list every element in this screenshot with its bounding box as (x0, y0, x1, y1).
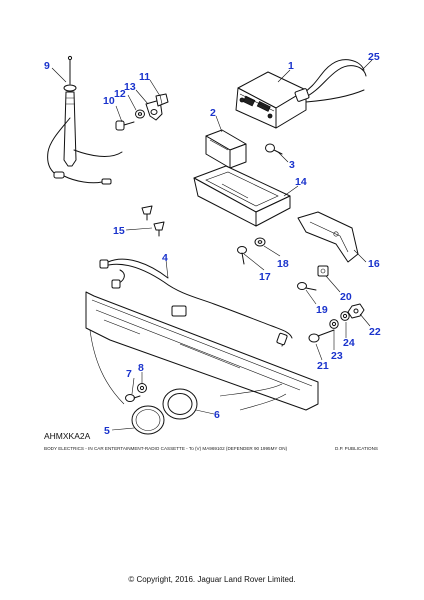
part-clip-15a (141, 205, 153, 221)
part-loom-4 (99, 258, 293, 347)
callout-5: 5 (104, 425, 110, 437)
copyright-notice: © Copyright, 2016. Jaguar Land Rover Lim… (128, 575, 296, 584)
part-speaker-grille-5 (131, 405, 165, 435)
part-nut-22 (347, 303, 365, 319)
part-bracket-16 (297, 211, 359, 263)
diagram-reference-code: AHMXKA2A (44, 431, 91, 441)
part-screw-7 (125, 394, 141, 402)
callout-15: 15 (113, 225, 125, 237)
part-washer-18 (254, 237, 266, 247)
part-screw-17 (237, 246, 247, 265)
part-washer-12 (135, 109, 145, 119)
part-washer-24 (340, 311, 350, 321)
callout-10: 10 (103, 95, 115, 107)
callout-6: 6 (214, 409, 220, 421)
part-bolt-10 (115, 120, 135, 131)
part-radio-cassette-unit (235, 71, 307, 129)
part-aerial (47, 55, 123, 185)
callout-9: 9 (44, 60, 50, 72)
callout-1: 1 (288, 60, 294, 72)
callout-16: 16 (368, 258, 380, 270)
part-screw-19 (297, 282, 317, 291)
callout-11: 11 (139, 71, 150, 83)
part-clip-15b (153, 221, 165, 237)
publisher-label: D.P. PUBLICATIONS (335, 446, 378, 451)
callout-18: 18 (277, 258, 289, 270)
callout-3: 3 (289, 159, 295, 171)
callout-20: 20 (340, 291, 352, 303)
callout-21: 21 (317, 360, 329, 372)
part-bolt-21 (308, 329, 335, 343)
callout-13: 13 (124, 81, 136, 93)
part-washer-8 (137, 383, 147, 393)
callout-2: 2 (210, 107, 216, 119)
part-clipnut-20 (317, 265, 329, 277)
diagram-caption: BODY ELECTRICS - IN CAR ENTERTAINMENT-RA… (44, 446, 288, 451)
part-harness-25 (294, 59, 367, 103)
callout-14: 14 (295, 176, 307, 188)
part-fascia-panel (85, 291, 319, 411)
part-washer-23 (329, 319, 339, 329)
callout-4: 4 (162, 252, 168, 264)
callout-8: 8 (138, 362, 144, 374)
part-clip-11 (155, 93, 169, 107)
part-tray-14 (193, 165, 291, 227)
callout-19: 19 (316, 304, 328, 316)
part-housing-2 (205, 129, 247, 169)
callout-25: 25 (368, 51, 380, 63)
part-ring-6 (162, 388, 198, 420)
callout-7: 7 (126, 368, 132, 380)
callout-22: 22 (369, 326, 381, 338)
leader-lines (51, 59, 373, 431)
callout-23: 23 (331, 350, 343, 362)
part-screw-3 (265, 143, 283, 155)
callout-24: 24 (343, 337, 355, 349)
callout-12: 12 (114, 88, 126, 100)
callouts: 1 2 3 4 5 6 7 8 9 10 11 12 13 14 15 16 1… (44, 51, 381, 437)
callout-17: 17 (259, 271, 271, 283)
